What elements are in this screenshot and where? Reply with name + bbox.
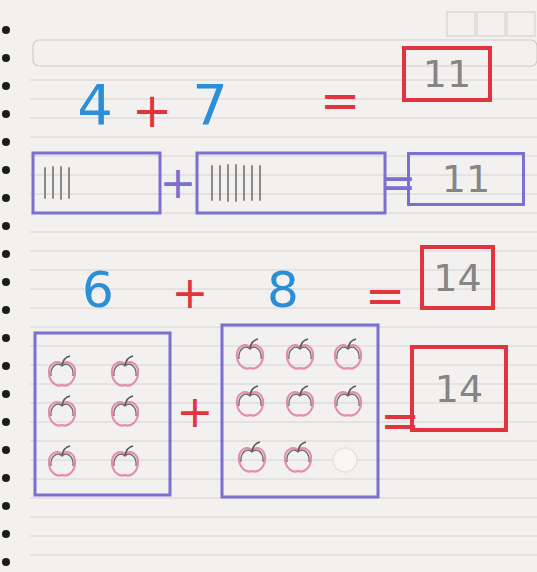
addend-number: 6 (82, 265, 114, 315)
date-tabs (447, 12, 535, 36)
spiral-holes (2, 26, 10, 566)
ruled-lines (30, 80, 537, 555)
operator-sign: = (320, 76, 360, 124)
sum-number: 14 (435, 370, 483, 408)
tally-marks (45, 167, 69, 199)
addend-number: 7 (192, 77, 228, 133)
apple-box (35, 333, 170, 495)
answer-box: 11 (402, 46, 492, 102)
operator-sign: + (172, 271, 209, 315)
apples (49, 356, 138, 476)
sum-number: 11 (442, 160, 490, 198)
addend-number: 4 (77, 77, 113, 133)
tally-marks (212, 165, 260, 201)
answer-box: 11 (407, 152, 525, 206)
sum-number: 11 (423, 55, 471, 93)
operator-sign: = (380, 396, 420, 444)
apples (237, 339, 361, 472)
answer-box: 14 (420, 245, 495, 310)
tally-box (33, 153, 160, 213)
apple-box (222, 325, 378, 497)
operator-sign: = (365, 271, 405, 319)
empty-slot (333, 448, 357, 472)
addend-number: 8 (267, 265, 299, 315)
sum-number: 14 (433, 259, 481, 297)
answer-box: 14 (410, 345, 508, 432)
operator-sign: + (177, 390, 214, 434)
operator-sign: = (380, 161, 417, 205)
tally-box (197, 153, 385, 213)
operator-sign: + (160, 161, 197, 205)
operator-sign: + (132, 86, 172, 134)
